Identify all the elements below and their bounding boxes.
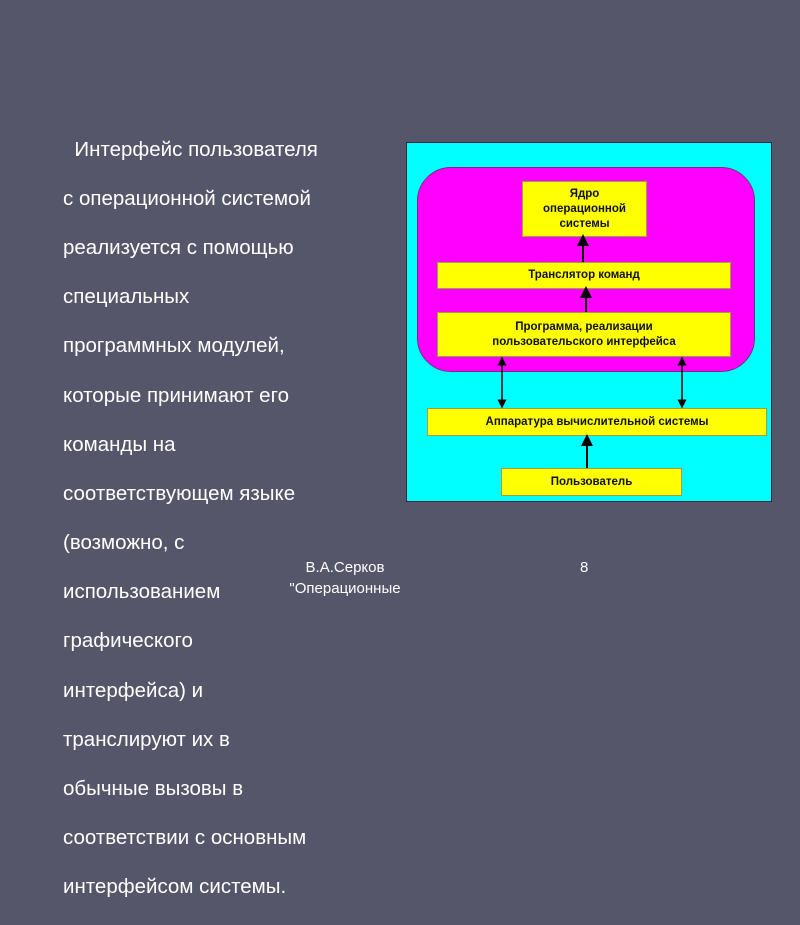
text-line: обычные вызовы в (63, 777, 244, 801)
text-line: программных модулей, (63, 334, 285, 358)
user-box: Пользователь (501, 468, 682, 496)
text-line: интерфейсом системы. (63, 875, 287, 899)
program-label: Программа, реализации (515, 320, 653, 333)
hardware-box: Аппаратура вычислительной системы (427, 408, 767, 436)
text-line: транслируют их в (63, 727, 230, 751)
hardware-label: Аппаратура вычислительной системы (485, 415, 709, 428)
text-line: специальных (63, 285, 190, 309)
text-line: интерфейса) и (63, 678, 204, 702)
kernel-label: операционной (543, 202, 626, 215)
text-line: команды на (63, 432, 176, 456)
kernel-label: системы (559, 217, 610, 230)
text-line: с операционной системой (63, 186, 311, 210)
translator-label: Транслятор команд (528, 269, 640, 281)
program-box: Программа, реализации пользовательского … (437, 312, 731, 357)
text-line: реализуется с помощью (63, 235, 294, 259)
footer-author: В.А.Серков "Операционные (280, 557, 410, 599)
translator-box: Транслятор команд (437, 262, 731, 289)
text-line: графического (63, 629, 193, 653)
diagram-arrows (497, 234, 687, 468)
text-line: соответствии с основным (63, 826, 307, 850)
text-line: использованием (63, 580, 221, 604)
program-label: пользовательского интерфейса (492, 335, 676, 348)
footer-author-name: В.А.Серков (305, 559, 385, 576)
text-line: (возможно, с (63, 531, 185, 555)
kernel-box: Ядро операционной системы (522, 181, 647, 237)
user-label: Пользователь (550, 475, 633, 488)
footer-course: "Операционные (289, 580, 401, 597)
page-number: 8 (580, 559, 589, 576)
text-line: Интерфейс пользователя (63, 137, 318, 161)
text-line: соответствующем языке (63, 481, 296, 505)
kernel-label: Ядро (569, 187, 600, 200)
text-line: которые принимают его (63, 383, 290, 407)
